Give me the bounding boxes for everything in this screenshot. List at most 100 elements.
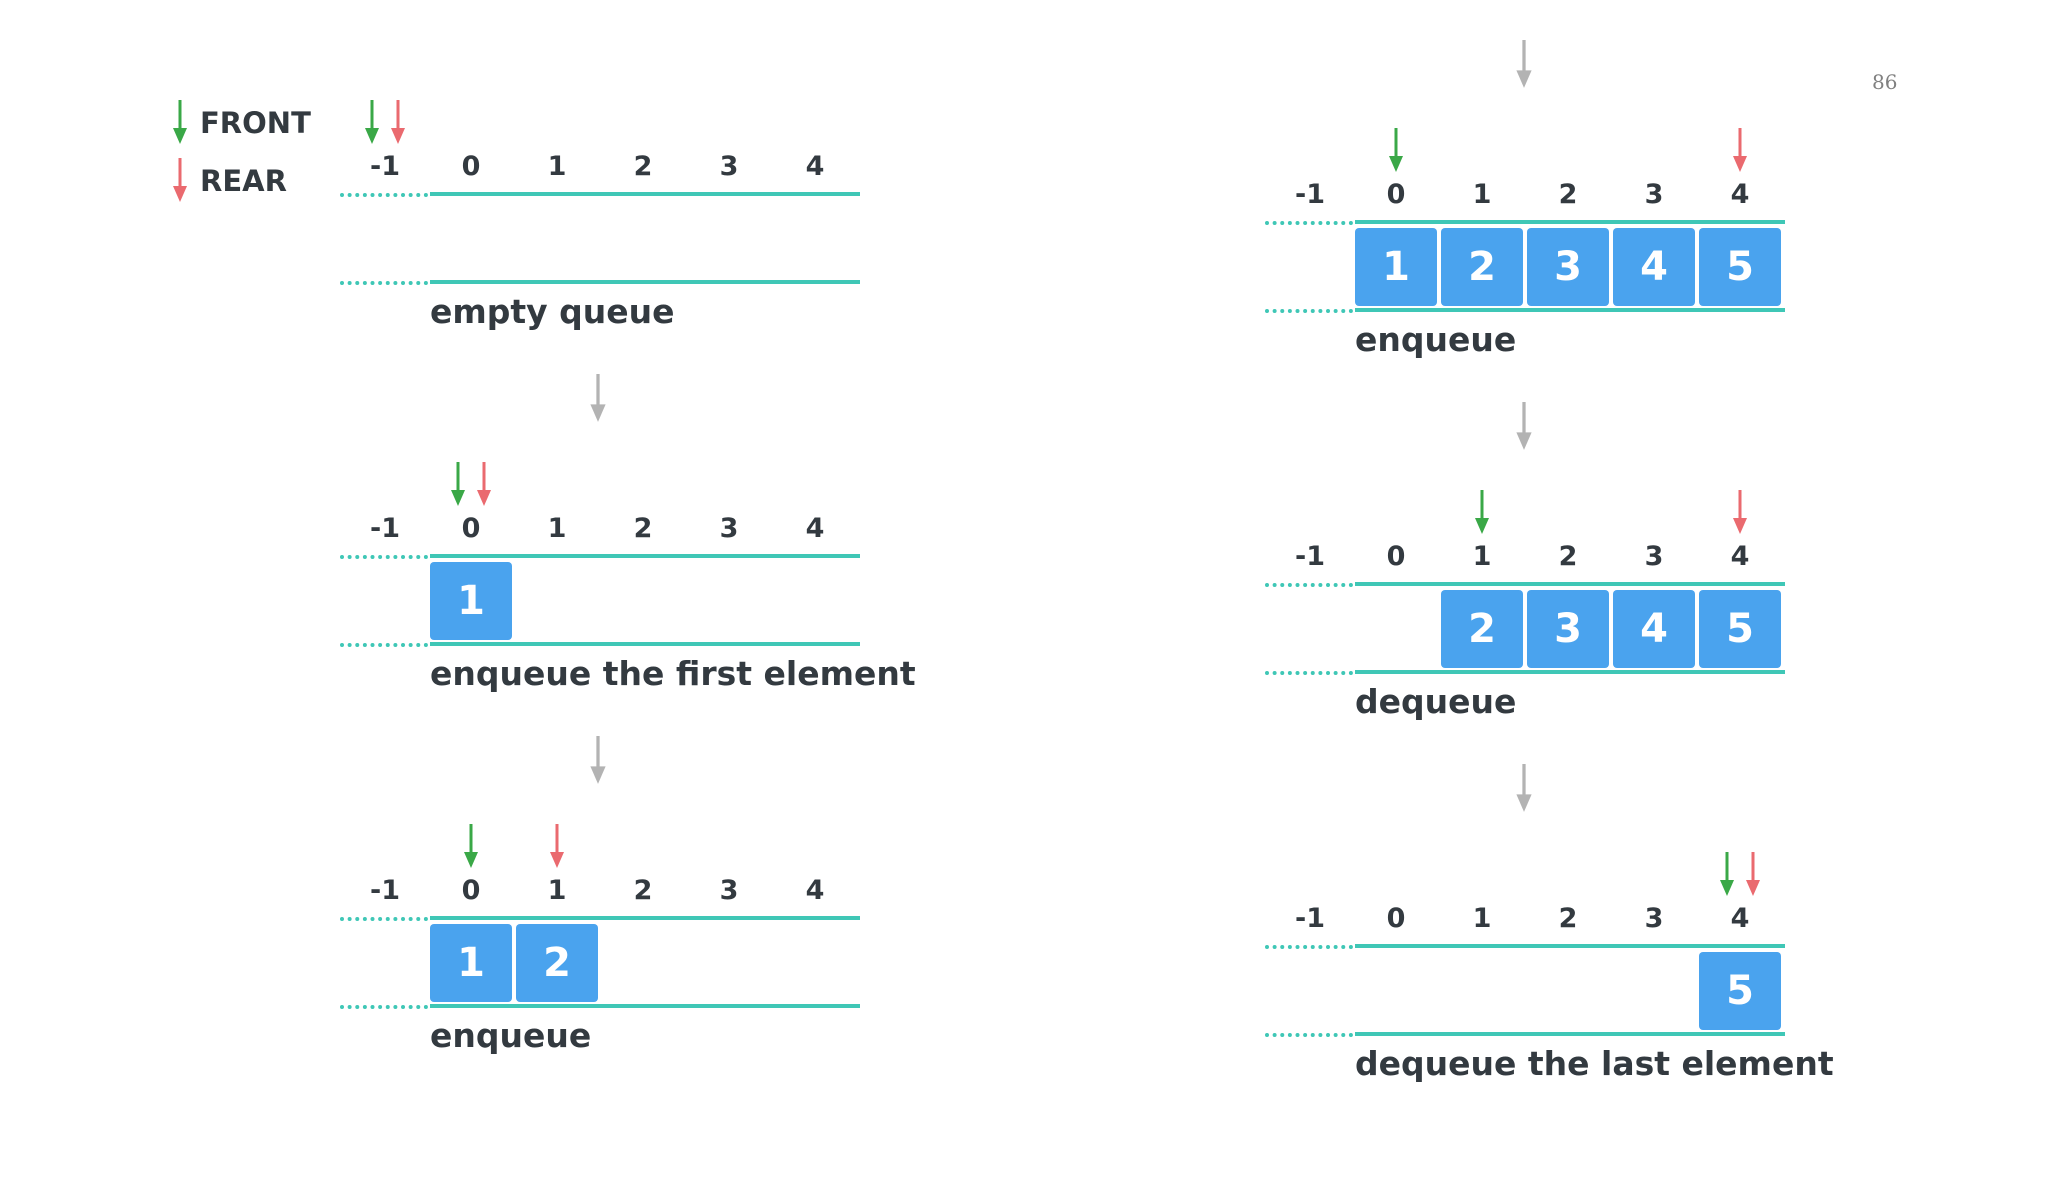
rear-pointer-arrow-icon xyxy=(477,462,491,506)
index-label: 2 xyxy=(1558,903,1578,934)
top-dashed-line xyxy=(1265,221,1353,225)
rear-pointer-arrow-icon xyxy=(1733,490,1747,534)
top-queue-line xyxy=(430,554,860,558)
front-pointer-arrow-icon xyxy=(451,462,465,506)
index-label: 4 xyxy=(1730,541,1750,572)
index-label: 2 xyxy=(633,875,653,906)
step-caption: dequeue the last element xyxy=(1355,1044,1834,1083)
arrow-head xyxy=(391,128,405,144)
front-arrow-down-icon xyxy=(173,100,187,144)
index-label: 4 xyxy=(805,875,825,906)
top-dashed-line xyxy=(340,917,428,921)
index-label: 4 xyxy=(1730,179,1750,210)
index-label: 4 xyxy=(805,151,825,182)
index-label: -1 xyxy=(370,875,400,906)
bottom-queue-line xyxy=(1355,308,1785,312)
arrow-head xyxy=(451,490,465,506)
step-caption: enqueue the first element xyxy=(430,654,916,693)
index-label: 3 xyxy=(719,875,739,906)
bottom-dashed-line xyxy=(340,1005,428,1009)
top-dashed-line xyxy=(1265,583,1353,587)
page-number: 86 xyxy=(1872,70,1898,94)
arrow-head xyxy=(1720,880,1734,896)
queue-cell: 3 xyxy=(1527,590,1609,668)
legend-front-label: FRONT xyxy=(200,106,311,140)
arrow-head xyxy=(1746,880,1760,896)
index-label: -1 xyxy=(1295,179,1325,210)
index-label: 3 xyxy=(1644,179,1664,210)
arrow-head xyxy=(173,128,187,144)
index-label: 2 xyxy=(1558,179,1578,210)
bottom-queue-line xyxy=(430,280,860,284)
bottom-queue-line xyxy=(430,1004,860,1008)
bottom-dashed-line xyxy=(340,643,428,647)
index-label: 1 xyxy=(547,151,567,182)
queue-step-2: -1 0 1 2 3 4 1 enqueue the first element xyxy=(340,458,916,798)
flow-arrow-down-icon xyxy=(1516,764,1532,812)
index-label: -1 xyxy=(1295,903,1325,934)
queue-cell: 3 xyxy=(1527,228,1609,306)
rear-pointer-arrow-icon xyxy=(1733,128,1747,172)
index-label: 3 xyxy=(719,513,739,544)
top-queue-line xyxy=(1355,582,1785,586)
queue-cell: 1 xyxy=(430,562,512,640)
index-label: 3 xyxy=(1644,903,1664,934)
index-label: 1 xyxy=(1472,179,1492,210)
step-caption: dequeue xyxy=(1355,682,1517,721)
index-label: -1 xyxy=(370,151,400,182)
legend-rear-label: REAR xyxy=(200,164,287,198)
flow-arrow-down-icon xyxy=(1516,402,1532,450)
queue-cell: 5 xyxy=(1699,952,1781,1030)
index-label: 1 xyxy=(1472,903,1492,934)
front-pointer-arrow-icon xyxy=(365,100,379,144)
queue-cell: 5 xyxy=(1699,228,1781,306)
queue-cell: 4 xyxy=(1613,590,1695,668)
flow-arrow-down-icon xyxy=(590,736,606,784)
arrow-head xyxy=(590,766,606,784)
bottom-dashed-line xyxy=(340,281,428,285)
step-caption: enqueue xyxy=(1355,320,1517,359)
top-queue-line xyxy=(430,916,860,920)
index-label: 2 xyxy=(633,513,653,544)
index-label: 3 xyxy=(719,151,739,182)
arrow-head xyxy=(1475,518,1489,534)
index-label: 0 xyxy=(461,513,481,544)
front-pointer-arrow-icon xyxy=(1389,128,1403,172)
step-caption: enqueue xyxy=(430,1016,592,1055)
bottom-dashed-line xyxy=(1265,1033,1353,1037)
bottom-queue-line xyxy=(1355,1032,1785,1036)
index-label: 0 xyxy=(461,875,481,906)
queue-cell: 2 xyxy=(516,924,598,1002)
rear-pointer-arrow-icon xyxy=(391,100,405,144)
arrow-head xyxy=(477,490,491,506)
index-label: -1 xyxy=(370,513,400,544)
front-pointer-arrow-icon xyxy=(1720,852,1734,896)
top-dashed-line xyxy=(340,555,428,559)
bottom-dashed-line xyxy=(1265,671,1353,675)
index-label: 2 xyxy=(1558,541,1578,572)
index-label: 1 xyxy=(547,513,567,544)
index-label: 4 xyxy=(805,513,825,544)
index-label: -1 xyxy=(1295,541,1325,572)
flow-arrow-down-icon xyxy=(1516,40,1532,88)
arrow-head xyxy=(464,852,478,868)
rear-arrow-down-icon xyxy=(173,158,187,202)
flow-arrow-down-icon xyxy=(590,374,606,422)
arrow-head xyxy=(1733,518,1747,534)
arrow-head xyxy=(590,404,606,422)
arrow-head xyxy=(1516,70,1532,88)
index-label: 1 xyxy=(547,875,567,906)
rear-pointer-arrow-icon xyxy=(1746,852,1760,896)
step-caption: empty queue xyxy=(430,292,675,331)
queue-cell: 5 xyxy=(1699,590,1781,668)
index-label: 0 xyxy=(461,151,481,182)
index-label: 3 xyxy=(1644,541,1664,572)
arrow-head xyxy=(173,186,187,202)
queue-cell: 4 xyxy=(1613,228,1695,306)
arrow-head xyxy=(1516,432,1532,450)
